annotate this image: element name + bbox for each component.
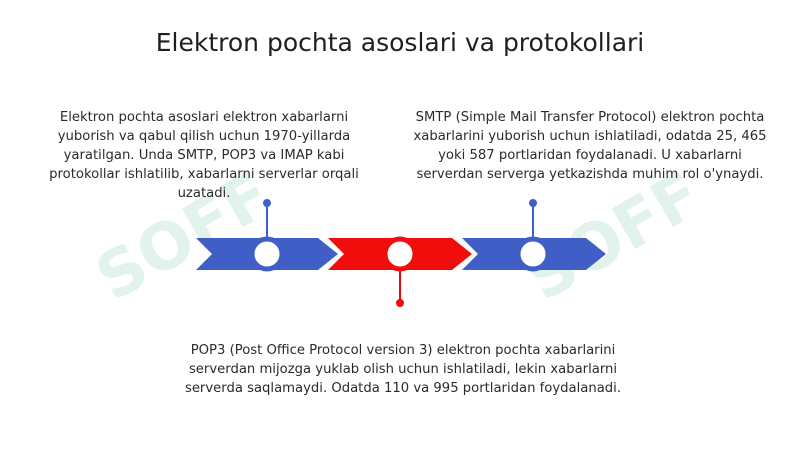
timeline-node-1 <box>249 236 285 272</box>
connector-dot-2 <box>396 299 404 307</box>
event-text-1: Elektron pochta asoslari elektron xabarl… <box>49 110 359 201</box>
connector-dot-3 <box>529 199 537 207</box>
event-text-3: SMTP (Simple Mail Transfer Protocol) ele… <box>413 110 767 182</box>
connector-dot-1 <box>263 199 271 207</box>
timeline-node-2 <box>382 236 418 272</box>
page-title: Elektron pochta asoslari va protokollari <box>155 28 645 57</box>
timeline-node-3 <box>515 236 551 272</box>
event-text-2: POP3 (Post Office Protocol version 3) el… <box>184 343 622 396</box>
